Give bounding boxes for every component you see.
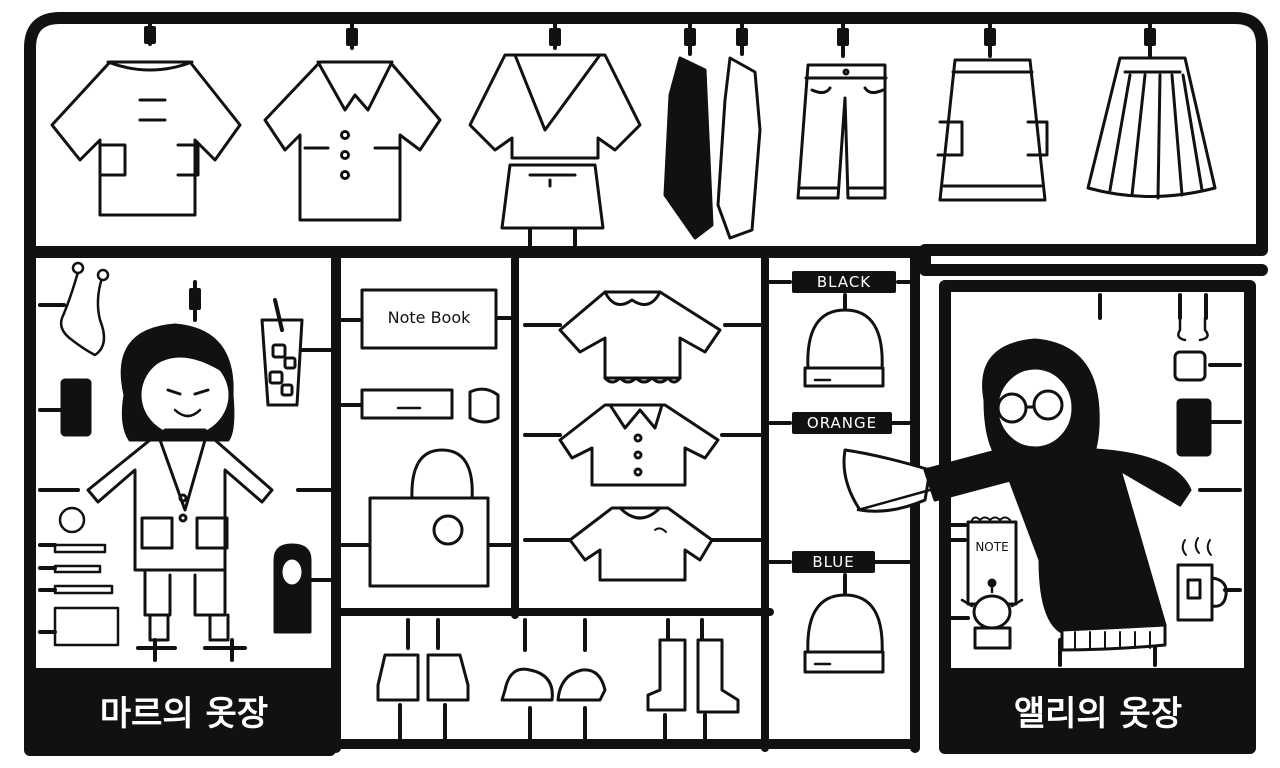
- blouse-part: [558, 290, 722, 384]
- tote-bag-part: [368, 448, 490, 588]
- hat-label-blue: BLUE: [792, 551, 875, 573]
- hat-label-orange: ORANGE: [792, 412, 892, 434]
- iced-drink-part: [260, 298, 304, 407]
- earphones-part: [59, 261, 110, 357]
- notebook-label: Note Book: [387, 308, 471, 327]
- airpods-case-part: [1173, 350, 1207, 382]
- ally-character: [923, 338, 1192, 652]
- hat-label-black: BLACK: [792, 271, 896, 293]
- phone-part: [60, 378, 92, 437]
- boots-short-part: [376, 653, 470, 702]
- black-beanie-part: [803, 308, 885, 388]
- scarf-parts: [663, 56, 762, 240]
- mouse-part: [468, 387, 500, 424]
- sneakers-part: [500, 667, 607, 702]
- trousers-part: [796, 63, 888, 200]
- sweatshirt-part: [568, 506, 714, 582]
- left-wardrobe-gates: [38, 280, 332, 662]
- notebook-part: [360, 288, 498, 350]
- left-small-accessories: [53, 506, 120, 647]
- earrings-part: [1177, 316, 1209, 342]
- long-boots-part: [646, 638, 740, 714]
- shirts-gates: [523, 323, 762, 542]
- hats-gates: [768, 280, 914, 597]
- right-phone-part: [1176, 398, 1212, 457]
- right-wardrobe-title: 앨리의 옷장: [1013, 694, 1183, 734]
- collared-shirt-part: [558, 403, 720, 487]
- pleated-skirt-part: [1086, 56, 1217, 200]
- blue-beanie-part: [803, 593, 885, 674]
- left-title-bar: [36, 668, 332, 748]
- pencil-case-part: [360, 388, 454, 420]
- cargo-skirt-part: [936, 58, 1049, 202]
- mar-character: [86, 323, 274, 650]
- outer-runner-frame: [24, 12, 1268, 756]
- mug-part: [1176, 537, 1228, 622]
- note-label: NOTE: [975, 540, 1009, 554]
- top-and-mini-skirt-part: [468, 53, 642, 230]
- left-wardrobe-title: 마르의 옷장: [99, 694, 269, 734]
- no-face-figure: [273, 543, 312, 634]
- alien-toy-part: [960, 578, 1024, 650]
- hooded-coat-part: [263, 60, 442, 222]
- right-title-bar: [948, 668, 1248, 748]
- orange-beanie-part: [842, 448, 932, 513]
- top-sprue-gates: [144, 22, 1156, 252]
- center-left-gates: [340, 316, 517, 547]
- short-coat-part: [50, 60, 242, 217]
